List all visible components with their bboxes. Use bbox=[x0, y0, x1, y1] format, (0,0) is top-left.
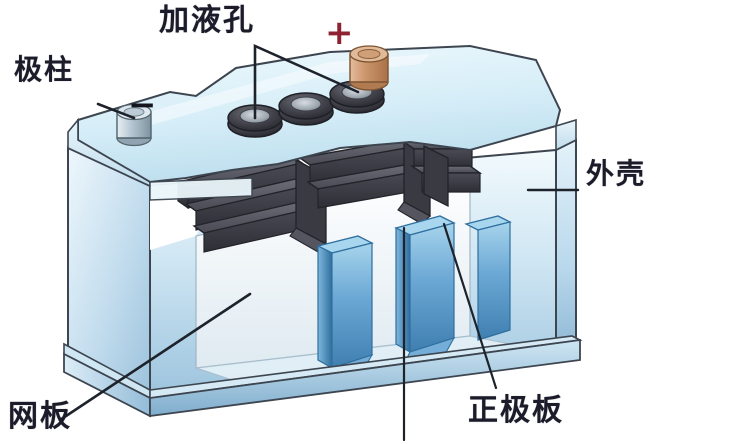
cell-cap-3[interactable] bbox=[329, 80, 385, 114]
minus-sign-icon: − bbox=[128, 85, 157, 125]
lid-front-edge bbox=[149, 177, 253, 201]
leader-fill-hole bbox=[253, 43, 360, 120]
label-positive-plate: 正极板 bbox=[468, 393, 564, 428]
lid-sheen bbox=[120, 54, 430, 130]
label-terminal-post: 极柱 bbox=[14, 53, 75, 86]
label-outer-case: 外壳 bbox=[586, 157, 647, 190]
blue-plate-face bbox=[331, 242, 373, 369]
leader-mesh-plate bbox=[58, 292, 252, 422]
negative-plate-stack bbox=[176, 139, 483, 253]
base-front-face bbox=[149, 338, 581, 418]
plate-group-down-leg bbox=[423, 144, 449, 208]
blue-plate-3 bbox=[464, 215, 512, 341]
blue-plate-side bbox=[317, 245, 333, 370]
plus-sign-icon: + bbox=[325, 13, 354, 53]
blue-plate-1 bbox=[316, 235, 374, 383]
label-fill-hole: 加液孔 bbox=[159, 3, 255, 38]
cell-cap-group bbox=[227, 80, 385, 138]
positive-terminal-post[interactable] bbox=[349, 45, 389, 91]
blue-plate-face bbox=[409, 222, 455, 353]
blue-plate-face bbox=[477, 221, 511, 341]
cell-cap-2[interactable] bbox=[278, 92, 334, 126]
lid-right-edge bbox=[555, 118, 577, 152]
case-right-wall bbox=[555, 138, 577, 354]
leader-positive-plate bbox=[442, 222, 498, 390]
case-base-plinth bbox=[63, 335, 583, 418]
leader-lines bbox=[58, 43, 580, 442]
label-separator-plate: 网板 bbox=[8, 399, 72, 434]
leader-terminal-post bbox=[96, 102, 136, 120]
